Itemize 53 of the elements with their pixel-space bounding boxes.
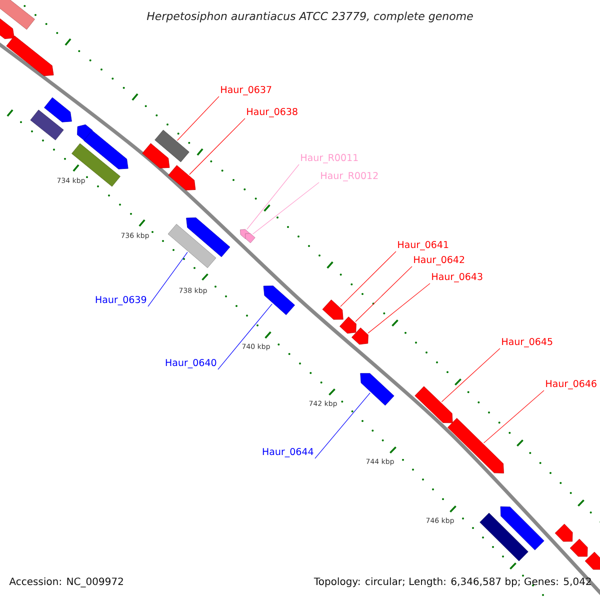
gene-feature bbox=[30, 110, 64, 140]
gene-feature bbox=[0, 0, 35, 30]
gene-feature bbox=[6, 36, 54, 76]
gene-feature bbox=[168, 165, 196, 190]
gene-feature bbox=[500, 506, 544, 550]
leader-line bbox=[355, 266, 412, 322]
title: Herpetosiphon aurantiacus ATCC 23779, complete genome bbox=[146, 12, 473, 22]
gene-label: Haur_0637 bbox=[221, 86, 272, 96]
leader-line bbox=[314, 392, 370, 459]
leader-line bbox=[441, 348, 500, 402]
gene-feature bbox=[186, 217, 230, 258]
gene-label: Haur_0641 bbox=[398, 240, 448, 250]
gene-label: Haur_0646 bbox=[546, 380, 596, 390]
leader-line bbox=[252, 182, 320, 234]
gene-feature bbox=[168, 224, 216, 268]
gene-label: Haur_0640 bbox=[166, 358, 216, 368]
gene-feature bbox=[448, 418, 504, 474]
gene-feature bbox=[72, 143, 120, 187]
gene-feature bbox=[360, 373, 394, 406]
gene-label: Haur_0638 bbox=[247, 108, 298, 118]
gene-feature bbox=[44, 97, 72, 122]
gene-feature bbox=[154, 130, 190, 162]
gene-feature bbox=[142, 143, 170, 168]
genome-stats-text: Topology: circular; Length: 6,346,587 bp; Genes: 5,042 bbox=[314, 577, 591, 588]
gene-feature bbox=[352, 328, 368, 345]
gene-label: Haur_0645 bbox=[502, 338, 552, 348]
accession-text: Accession: NC_009972 bbox=[9, 577, 123, 588]
gene-feature bbox=[84, 130, 128, 170]
gene-feature bbox=[322, 300, 344, 320]
leader-line bbox=[484, 390, 544, 444]
leader-line bbox=[340, 251, 396, 307]
leader-line bbox=[177, 96, 220, 141]
gene-label: Haur_0644 bbox=[262, 448, 314, 458]
gene-feature bbox=[554, 524, 573, 542]
gene-feature bbox=[414, 386, 453, 424]
gene-feature bbox=[0, 16, 14, 40]
gene-feature bbox=[480, 512, 528, 562]
gene-feature bbox=[570, 538, 588, 557]
leader-line bbox=[148, 252, 188, 307]
gene-feature bbox=[263, 286, 295, 316]
leader-line bbox=[368, 283, 430, 334]
gene-feature bbox=[77, 124, 93, 141]
gene-label: Haur_0639 bbox=[96, 296, 146, 306]
leader-line bbox=[189, 118, 246, 175]
gene-feature bbox=[245, 233, 256, 244]
leader-line bbox=[218, 304, 272, 370]
gene-label: Haur_0642 bbox=[414, 256, 464, 266]
gene-label: Haur_R0012 bbox=[321, 172, 378, 182]
leader-line bbox=[246, 164, 300, 230]
gene-label: Haur_0643 bbox=[432, 272, 482, 282]
gene-feature bbox=[584, 552, 600, 570]
gene-feature bbox=[340, 316, 356, 334]
gene-label: Haur_R0011 bbox=[301, 154, 358, 164]
